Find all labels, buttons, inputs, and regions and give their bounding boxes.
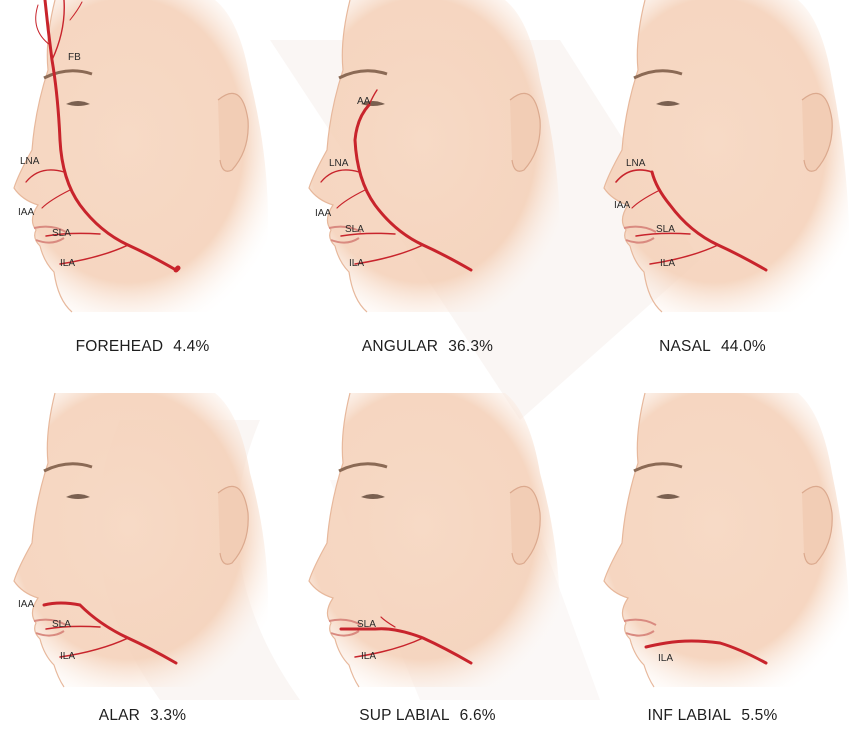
variant-percent: 5.5% [741, 707, 777, 724]
variant-percent: 6.6% [460, 707, 496, 724]
variant-name: SUP LABIAL [359, 707, 449, 724]
variant-percent: 4.4% [173, 338, 209, 355]
caption-alar: ALAR 3.3% [0, 707, 285, 725]
panel-nasal: LNA IAA SLA ILA NASAL 44.0% [570, 0, 855, 373]
panel-inf-labial: ILA INF LABIAL 5.5% [570, 373, 855, 746]
label-ila: ILA [60, 651, 75, 662]
caption-angular: ANGULAR 36.3% [285, 338, 570, 356]
caption-forehead: FOREHEAD 4.4% [0, 338, 285, 356]
label-ila: ILA [658, 653, 673, 664]
variant-name: FOREHEAD [76, 338, 164, 355]
panel-alar: IAA SLA ILA ALAR 3.3% [0, 373, 285, 746]
variant-percent: 3.3% [150, 707, 186, 724]
label-fb: FB [68, 52, 81, 63]
caption-nasal: NASAL 44.0% [570, 338, 855, 356]
label-sla: SLA [345, 224, 364, 235]
label-lna: LNA [20, 156, 40, 167]
face-illustration: AA LNA IAA SLA ILA [285, 0, 570, 315]
face-illustration: SLA ILA [285, 373, 570, 688]
label-sla: SLA [357, 619, 376, 630]
variant-name: NASAL [659, 338, 711, 355]
label-iaa: IAA [18, 599, 34, 610]
face-illustration: IAA SLA ILA [0, 373, 285, 688]
label-ila: ILA [361, 651, 376, 662]
label-lna: LNA [626, 158, 646, 169]
variant-name: ANGULAR [362, 338, 438, 355]
panel-angular: AA LNA IAA SLA ILA ANGULAR 36.3% [285, 0, 570, 373]
face-illustration: FB LNA IAA SLA ILA [0, 0, 285, 315]
label-ila: ILA [660, 258, 675, 269]
label-lna: LNA [329, 158, 349, 169]
label-ila: ILA [349, 258, 364, 269]
face-illustration: ILA [570, 373, 855, 688]
variant-name: INF LABIAL [648, 707, 732, 724]
variant-percent: 44.0% [721, 338, 766, 355]
label-aa: AA [357, 96, 371, 107]
label-iaa: IAA [614, 200, 630, 211]
label-iaa: IAA [18, 207, 34, 218]
label-sla: SLA [52, 619, 71, 630]
variant-name: ALAR [99, 707, 140, 724]
variant-percent: 36.3% [448, 338, 493, 355]
panel-sup-labial: SLA ILA SUP LABIAL 6.6% [285, 373, 570, 746]
label-sla: SLA [656, 224, 675, 235]
label-iaa: IAA [315, 208, 331, 219]
face-illustration: LNA IAA SLA ILA [570, 0, 855, 315]
caption-inf-labial: INF LABIAL 5.5% [570, 707, 855, 725]
panel-forehead: FB LNA IAA SLA ILA FOREHEAD 4.4% [0, 0, 285, 373]
label-sla: SLA [52, 228, 71, 239]
label-ila: ILA [60, 258, 75, 269]
caption-sup-labial: SUP LABIAL 6.6% [285, 707, 570, 725]
